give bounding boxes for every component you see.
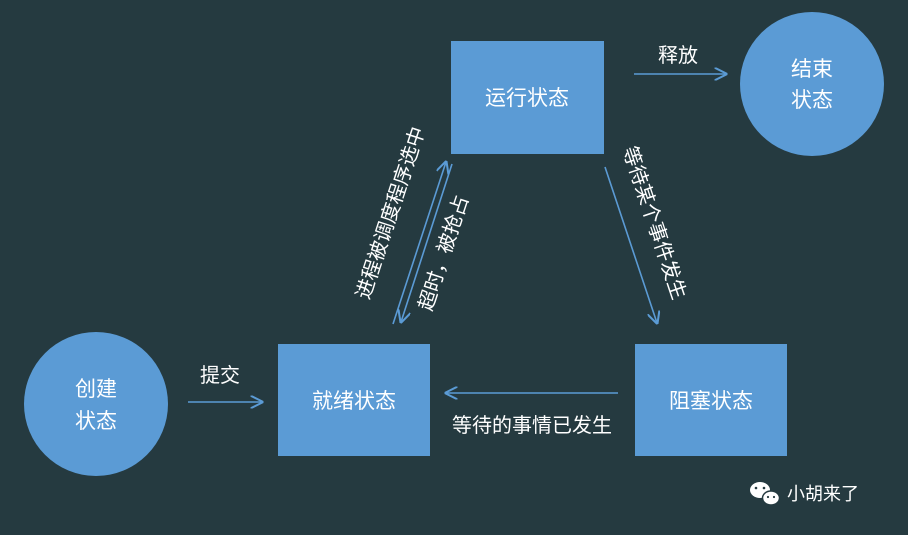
watermark-text: 小胡来了	[787, 484, 859, 505]
node-end: 结束 状态	[740, 12, 884, 156]
edge-wait-event-arrow	[604, 166, 657, 323]
edge-release-label: 释放	[658, 43, 698, 67]
node-end-label-1: 结束	[791, 57, 833, 81]
watermark: 小胡来了	[750, 482, 859, 506]
edge-timeout-label: 超时，被抢占	[413, 192, 473, 313]
edge-wait-event-label: 等待某个事件发生	[618, 143, 692, 302]
node-create-label-1: 创建	[75, 377, 117, 401]
edge-event-occurred-label: 等待的事情已发生	[452, 413, 612, 437]
node-ready: 就绪状态	[278, 344, 430, 456]
edge-timeout-arrow	[401, 163, 453, 322]
node-running: 运行状态	[451, 41, 604, 154]
edge-dispatch-label: 进程被调度程序选中	[351, 124, 430, 302]
node-create-label-2: 状态	[75, 409, 117, 433]
node-blocked: 阻塞状态	[635, 344, 787, 456]
node-ready-label: 就绪状态	[312, 389, 396, 413]
node-blocked-label: 阻塞状态	[669, 389, 753, 413]
edge-submit-label: 提交	[200, 363, 240, 387]
wechat-icon	[750, 482, 781, 506]
node-running-label: 运行状态	[485, 86, 569, 110]
node-end-label-2: 状态	[791, 88, 833, 112]
edge-dispatch-arrow	[392, 162, 446, 325]
node-create: 创建 状态	[24, 332, 168, 476]
